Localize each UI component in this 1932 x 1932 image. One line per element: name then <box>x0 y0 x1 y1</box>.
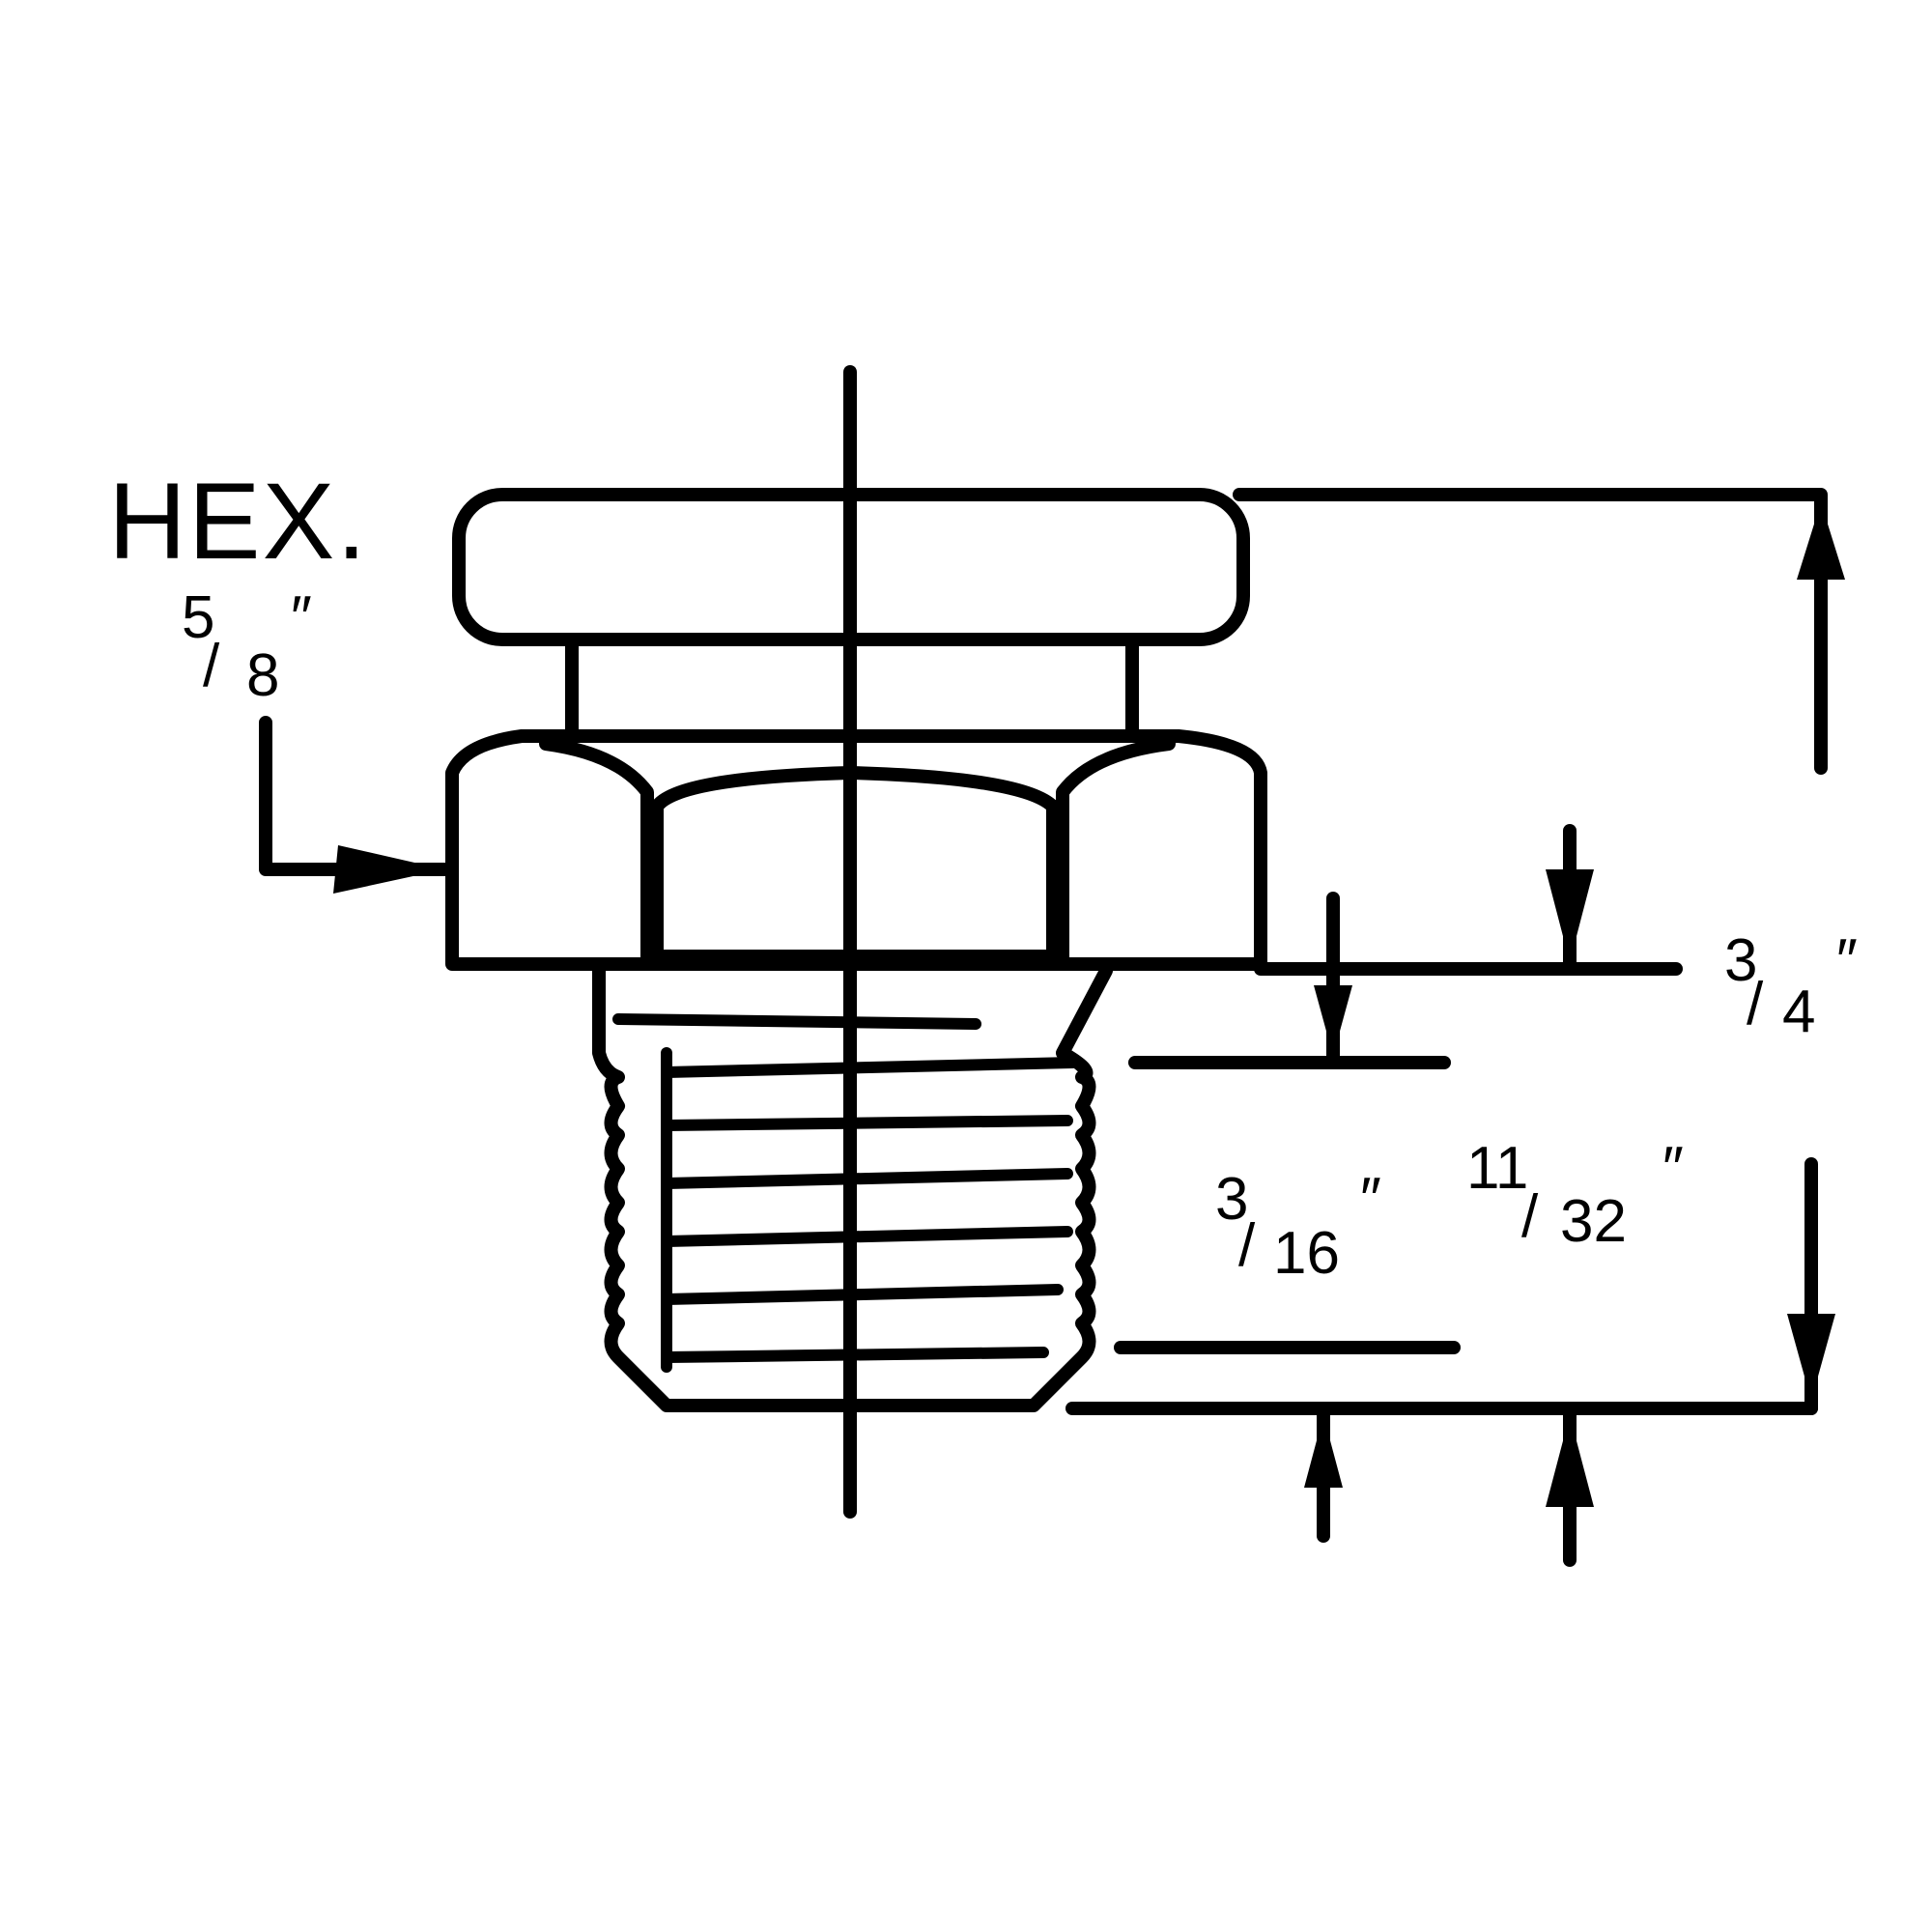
overall-height-den: 4 <box>1782 979 1815 1045</box>
hex-size-arrow-icon <box>333 845 444 894</box>
thread-length-num: 11 <box>1466 1135 1528 1202</box>
thread-lines <box>612 1013 1078 1373</box>
hex-size-leader <box>259 716 451 876</box>
thread-start-num: 3 <box>1215 1166 1248 1233</box>
thread-start-unit: ″ <box>1357 1166 1380 1233</box>
thread-body-outline <box>592 964 1113 1412</box>
thread-start-slash: / <box>1238 1212 1256 1279</box>
hex-size-num: 5 <box>182 584 214 651</box>
thread-start-label: 3 / 16 ″ <box>1215 1166 1380 1287</box>
arrowheads <box>333 502 1845 1507</box>
overall-height-bracket <box>1233 488 1828 775</box>
hex-size-den: 8 <box>246 642 279 709</box>
hex-size-label: 5 / 8 ″ <box>182 584 311 709</box>
thread-length-unit: ″ <box>1660 1135 1683 1202</box>
overall-height-unit: ″ <box>1833 927 1857 994</box>
hex-face-center <box>650 766 1060 963</box>
thread-length-label: 11 / 32 ″ <box>1466 1135 1683 1255</box>
thread-length-down-arrow-icon <box>1546 869 1594 962</box>
overall-height-bottom-arrow-icon <box>1787 1314 1835 1401</box>
overall-height-num: 3 <box>1724 927 1757 994</box>
hex-label: HEX. <box>108 461 368 582</box>
hex-body-outline <box>445 729 1267 971</box>
thread-length-up-arrow-icon <box>1546 1415 1594 1507</box>
thread-length-slash: / <box>1521 1183 1539 1250</box>
hex-face-left <box>539 737 654 963</box>
hex-face-right <box>1056 737 1176 963</box>
thread-start-den: 16 <box>1273 1220 1340 1287</box>
overall-height-top-arrow-icon <box>1797 502 1845 580</box>
hex-size-unit: ″ <box>288 584 311 651</box>
hex-size-slash: / <box>203 633 220 699</box>
overall-height-label: 3 / 4 ″ <box>1724 927 1857 1045</box>
overall-height-slash: / <box>1747 971 1764 1037</box>
thread-length-den: 32 <box>1560 1188 1627 1255</box>
thread-start-up-arrow-icon <box>1304 1415 1343 1488</box>
thread-start-down-arrow-icon <box>1314 985 1352 1056</box>
